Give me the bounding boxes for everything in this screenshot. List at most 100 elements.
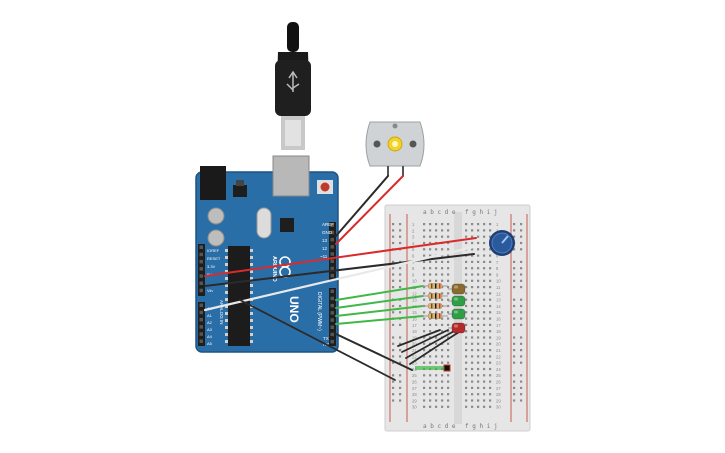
breadboard-hole (471, 342, 474, 345)
row-number: 9 (496, 272, 499, 277)
chip-pin (225, 263, 228, 266)
breadboard-hole (441, 223, 444, 226)
breadboard-hole (483, 374, 486, 377)
breadboard-hole (483, 298, 486, 301)
breadboard-hole (423, 342, 426, 345)
breadboard-hole (489, 248, 492, 251)
breadboard-hole (483, 380, 486, 383)
header-pin (199, 252, 203, 257)
breadboard-hole (429, 254, 432, 257)
row-number: 8 (496, 266, 499, 271)
breadboard-hole (471, 330, 474, 333)
rail-hole (392, 235, 395, 238)
breadboard-hole (489, 267, 492, 270)
rail-hole (399, 399, 402, 402)
rail-hole (520, 223, 523, 226)
chip-pin (225, 270, 228, 273)
aref-label: AREF (322, 222, 334, 227)
digital-label: DIGITAL (PWM~) (316, 292, 322, 331)
row-number: 7 (412, 260, 415, 265)
rail-hole (520, 323, 523, 326)
breadboard-hole (483, 248, 486, 251)
header-pin (330, 266, 334, 271)
breadboard-hole (471, 323, 474, 326)
breadboard-hole (423, 393, 426, 396)
rail-hole (513, 298, 516, 301)
breadboard-hole (489, 380, 492, 383)
breadboard-hole (441, 361, 444, 364)
breadboard-hole (435, 405, 438, 408)
breadboard-hole (441, 229, 444, 232)
breadboard-hole (447, 330, 450, 333)
breadboard-hole (447, 292, 450, 295)
header-pin (330, 259, 334, 263)
tx-label: TX (323, 336, 329, 341)
led (448, 295, 466, 307)
row-number: 15 (496, 310, 501, 315)
breadboard-hole (483, 279, 486, 282)
breadboard-hole (483, 229, 486, 232)
rail-hole (520, 317, 523, 320)
chip-pin (225, 326, 228, 329)
header-pin (199, 310, 203, 315)
breadboard-hole (435, 223, 438, 226)
breadboard-hole (447, 254, 450, 257)
breadboard-hole (441, 260, 444, 263)
breadboard-hole (447, 311, 450, 314)
row-number: 30 (496, 405, 501, 410)
breadboard-hole (483, 367, 486, 371)
breadboard-hole (441, 235, 444, 238)
rail-hole (520, 349, 523, 352)
row-number: 16 (412, 317, 417, 322)
header-pin (330, 318, 334, 322)
rail-hole (513, 286, 516, 289)
breadboard-hole (447, 279, 450, 282)
rail-hole (520, 229, 523, 232)
breadboard-hole (441, 254, 444, 257)
breadboard-hole (423, 349, 426, 352)
breadboard-hole (483, 235, 486, 238)
rail-hole (399, 355, 402, 358)
header-pin (199, 332, 203, 336)
row-number: 26 (496, 380, 501, 385)
breadboard-hole (483, 399, 486, 402)
chip-pin (225, 312, 228, 315)
usb-cable (275, 22, 311, 150)
potentiometer[interactable] (489, 230, 515, 256)
rail-hole (392, 229, 395, 232)
rail-hole (392, 304, 395, 308)
header-pin (199, 317, 203, 322)
rail-hole (513, 361, 516, 364)
breadboard-hole (483, 273, 486, 276)
header-pin (330, 311, 334, 315)
breadboard-hole (477, 286, 480, 289)
header-pin (199, 245, 203, 249)
header-pin (330, 245, 334, 249)
breadboard-hole (429, 361, 432, 364)
breadboard-hole (477, 241, 480, 245)
breadboard-hole (441, 330, 444, 333)
wire-ground-3 (405, 329, 457, 359)
rail-hole (399, 323, 402, 326)
rail-hole (513, 260, 516, 263)
breadboard-hole (471, 380, 474, 383)
breadboard-hole (483, 349, 486, 352)
breadboard-hole (483, 292, 486, 295)
breadboard-hole (435, 260, 438, 263)
v33-label: 3.3V (207, 264, 216, 269)
usb-port (272, 155, 310, 197)
breadboard-hole (471, 248, 474, 251)
breadboard-hole (477, 235, 480, 238)
breadboard-hole (423, 248, 426, 251)
wire-led-green-2 (335, 295, 424, 309)
breadboard-hole (423, 267, 426, 270)
potentiometer-knob-icon (501, 235, 509, 244)
breadboard-hole (489, 298, 492, 301)
leds (448, 283, 466, 334)
wire-ground-2 (401, 329, 449, 353)
header-pin (330, 237, 334, 242)
breadboard-hole (423, 336, 426, 339)
breadboard-hole (423, 374, 426, 377)
header-pin (199, 339, 203, 343)
breadboard-hole (441, 311, 444, 314)
